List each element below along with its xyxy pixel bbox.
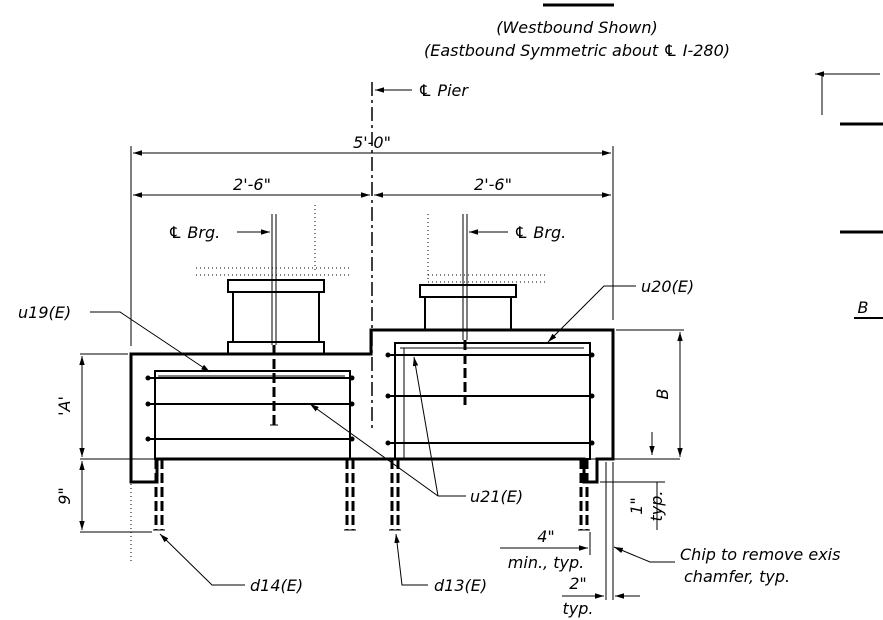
chip-leader [613, 546, 675, 563]
d14-leader [159, 533, 245, 586]
dimension-b-label: B [653, 389, 672, 400]
u19-label: u19(E) [18, 303, 71, 322]
pier-cl-label: ℄ Pier [418, 81, 469, 100]
d13-leader [394, 533, 428, 586]
brg-left-label: ℄ Brg. [168, 223, 220, 242]
d14-label: d14(E) [250, 576, 303, 595]
dimension-4in-label: 4" [537, 527, 555, 546]
left-rebar-cage [145, 370, 355, 460]
dimension-9in-label: 9" [55, 487, 74, 505]
left-bearing [196, 205, 350, 426]
dimension-9in: 9" [55, 461, 152, 533]
dimension-4in: 4" min., typ. [500, 527, 588, 572]
u21-leader-left [309, 403, 439, 497]
right-half-width-label: 2'-6" [474, 175, 512, 194]
chip-note-line1: Chip to remove exis [680, 545, 840, 564]
dimension-2in: 2" typ. [562, 574, 640, 618]
u19-leader [90, 311, 211, 373]
dimension-1in-typ: typ. [647, 491, 666, 522]
half-width-dimensions: 2'-6" 2'-6" [133, 175, 611, 198]
section-label-b: B [858, 298, 869, 317]
right-bearing [419, 214, 548, 405]
brg-right-label: ℄ Brg. [514, 223, 566, 242]
dimension-2in-label: 2" [569, 574, 587, 593]
u20-label: u20(E) [641, 277, 694, 296]
overall-width-label: 5'-0" [353, 133, 391, 152]
dimension-1in-label: 1" [627, 497, 646, 515]
dimension-2in-typ: typ. [563, 599, 594, 618]
header-eastbound: (Eastbound Symmetric about ℄ I-280) [424, 41, 730, 60]
chip-note-line2: chamfer, typ. [684, 567, 790, 586]
dimension-b: B [616, 329, 684, 457]
dowel-bars [153, 459, 590, 531]
right-rebar-cage [385, 342, 595, 460]
dimension-a-label: 'A' [55, 396, 74, 416]
u21-label: u21(E) [470, 487, 523, 506]
header-westbound: (Westbound Shown) [496, 18, 658, 37]
dimension-a: 'A' [55, 353, 128, 457]
d13-label: d13(E) [434, 576, 487, 595]
u21-leader-right [412, 356, 439, 497]
u20-leader [547, 285, 636, 343]
overall-width-dimension: 5'-0" [130, 133, 614, 346]
dimension-4in-note: min., typ. [508, 553, 584, 572]
dimension-1in: 1" typ. [600, 481, 666, 530]
right-edge-fragments: B [815, 71, 883, 319]
left-half-width-label: 2'-6" [233, 175, 271, 194]
